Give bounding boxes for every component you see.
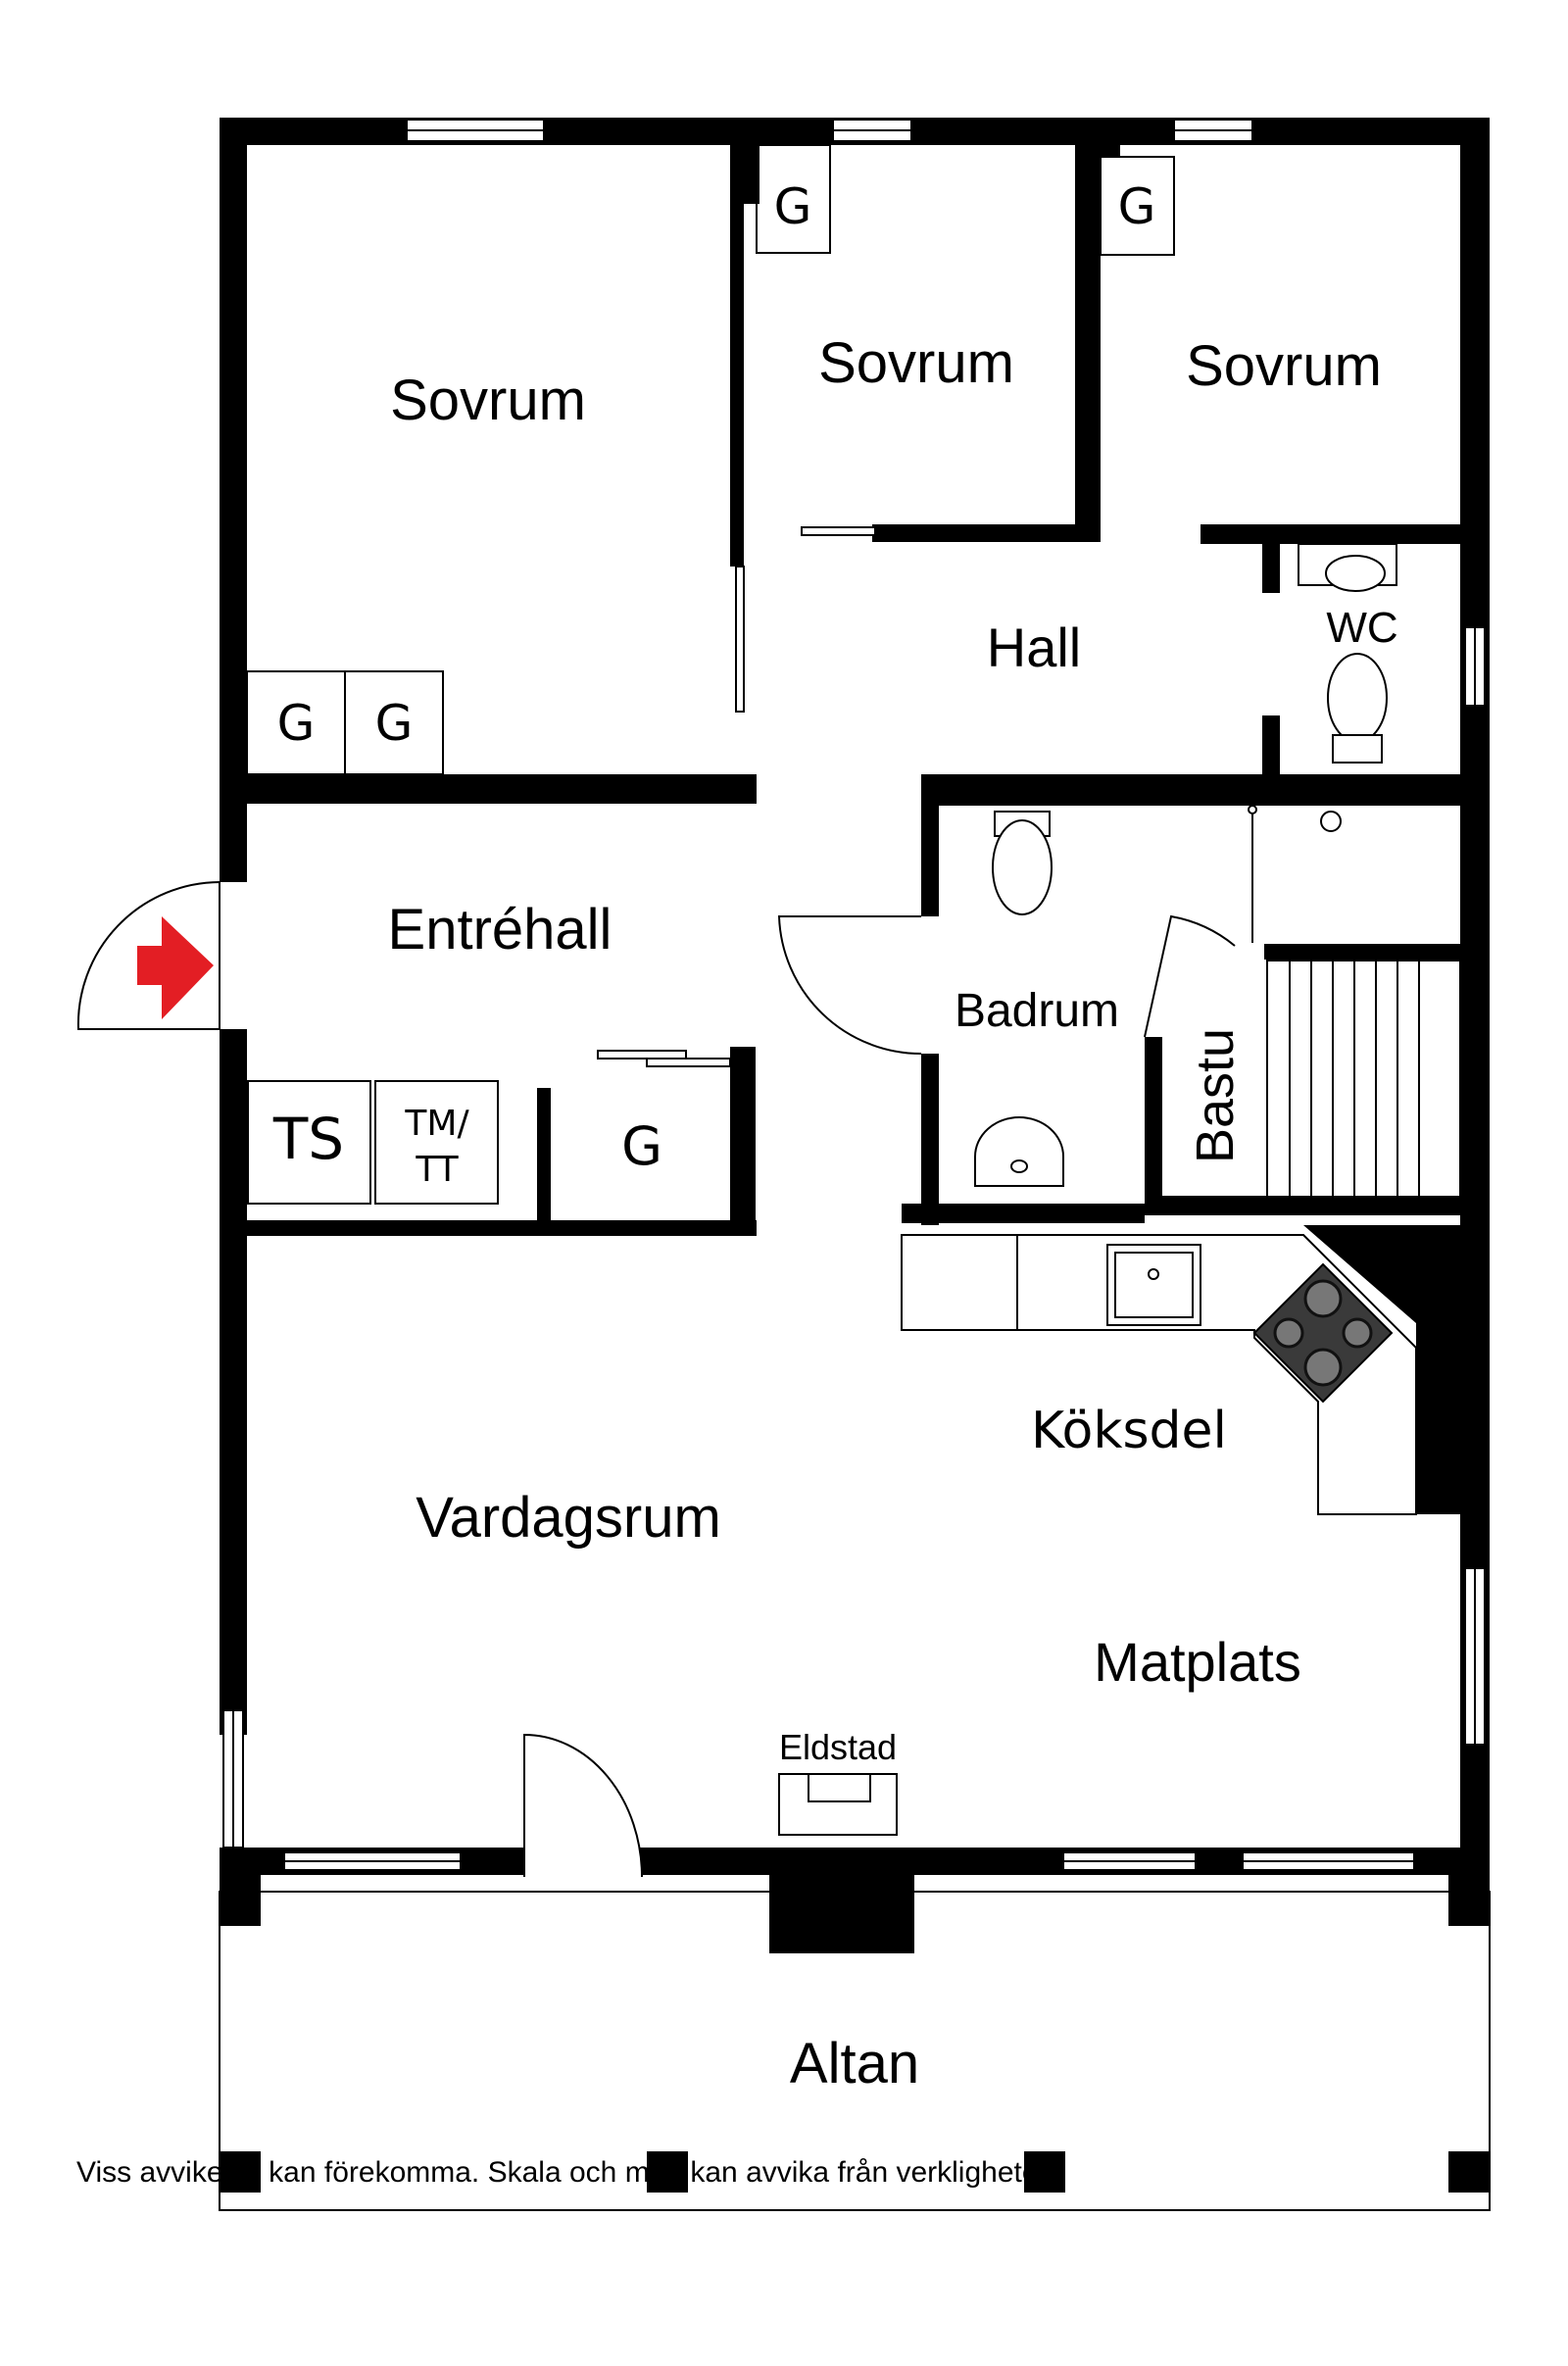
closet-label: G [621,1115,662,1177]
doors [76,526,1236,1878]
windows [222,119,1486,1871]
tm-label: TM/ [404,1104,469,1144]
fireplace-icon [778,1773,898,1836]
room-label-entrehall: Entréhall [388,898,612,961]
room-label-koksdel: Köksdel [1031,1402,1227,1460]
ts-label: TS [272,1106,344,1172]
room-label-vardagsrum: Vardagsrum [416,1486,721,1550]
red-arrow-icon [137,916,214,1019]
room-label-bastu: Bastu [1186,1028,1245,1163]
room-label-sovrum-1: Sovrum [390,369,586,432]
bathroom-fixtures [974,805,1342,1187]
room-label-sovrum-3: Sovrum [1186,334,1382,398]
closet-label: G [375,695,414,752]
closet-label: G [1118,178,1156,235]
toilet-icon [1298,543,1397,764]
disclaimer-text: Viss avvikelse kan förekomma. Skala och … [76,2156,1063,2189]
room-label-wc: WC [1326,604,1397,652]
stove-icon [1252,1262,1394,1404]
tt-label: TT [415,1150,459,1190]
sink-icon [1106,1244,1201,1326]
closets [246,144,1417,1515]
altan-deck [219,1867,1491,2211]
closet-label: G [277,695,316,752]
sauna-bench [1266,960,1461,1202]
closet-label: G [774,178,812,235]
room-label-matplats: Matplats [1094,1631,1301,1693]
room-label-badrum: Badrum [955,985,1119,1037]
room-label-hall: Hall [987,616,1081,678]
room-label-sovrum-2: Sovrum [818,331,1014,395]
eldstad-label: Eldstad [779,1727,897,1767]
room-label-altan: Altan [790,2032,919,2095]
